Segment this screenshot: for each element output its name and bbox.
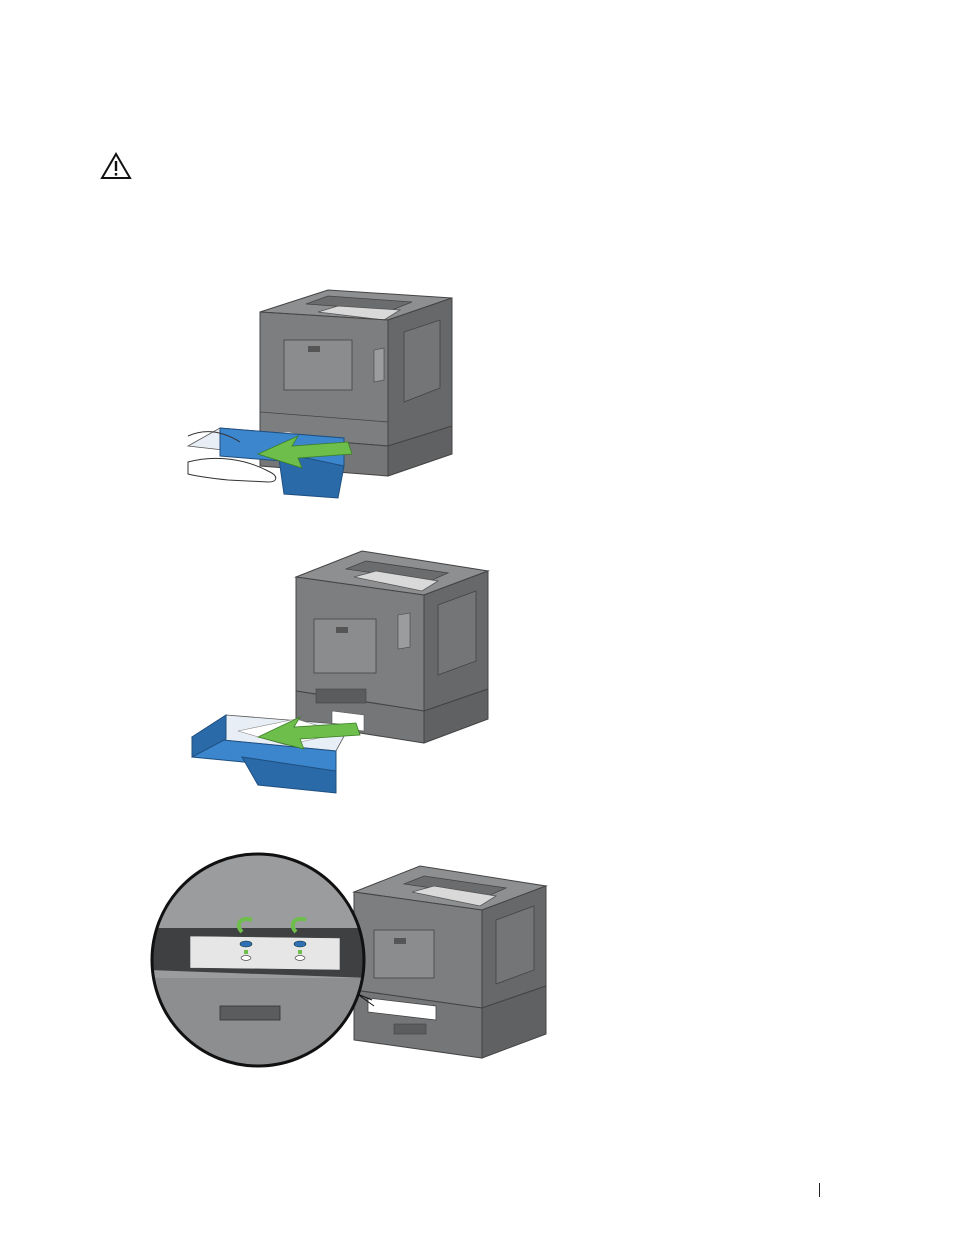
figure-remove-tray-1 (188, 276, 458, 504)
warning-triangle-icon (100, 152, 132, 180)
footer-divider (819, 1183, 820, 1197)
figure-remove-tray-2 (186, 543, 494, 798)
figure-remove-screws (190, 858, 550, 1070)
